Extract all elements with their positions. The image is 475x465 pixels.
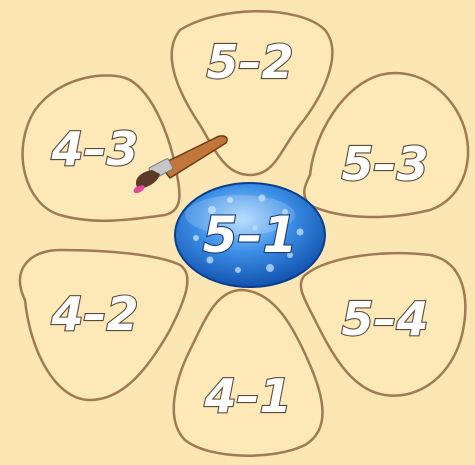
petal-top-label: 5–2 — [206, 35, 293, 89]
petal-upper-right-label: 5–3 — [341, 137, 428, 191]
flower-center[interactable]: 5–1 — [175, 183, 325, 287]
petal-bottom[interactable]: 4–1 — [174, 290, 323, 456]
petal-upper-left[interactable]: 4–3 — [23, 75, 180, 220]
petal-lower-left-label: 4–2 — [50, 287, 138, 341]
petal-lower-right-label: 5–4 — [341, 292, 428, 346]
petal-upper-left-label: 4–3 — [50, 122, 138, 176]
center-label: 5–1 — [203, 206, 298, 264]
petal-lower-right[interactable]: 5–4 — [301, 253, 465, 395]
petal-upper-right[interactable]: 5–3 — [304, 73, 468, 217]
petal-lower-left[interactable]: 4–2 — [20, 250, 188, 400]
petal-bottom-label: 4–1 — [203, 369, 291, 423]
